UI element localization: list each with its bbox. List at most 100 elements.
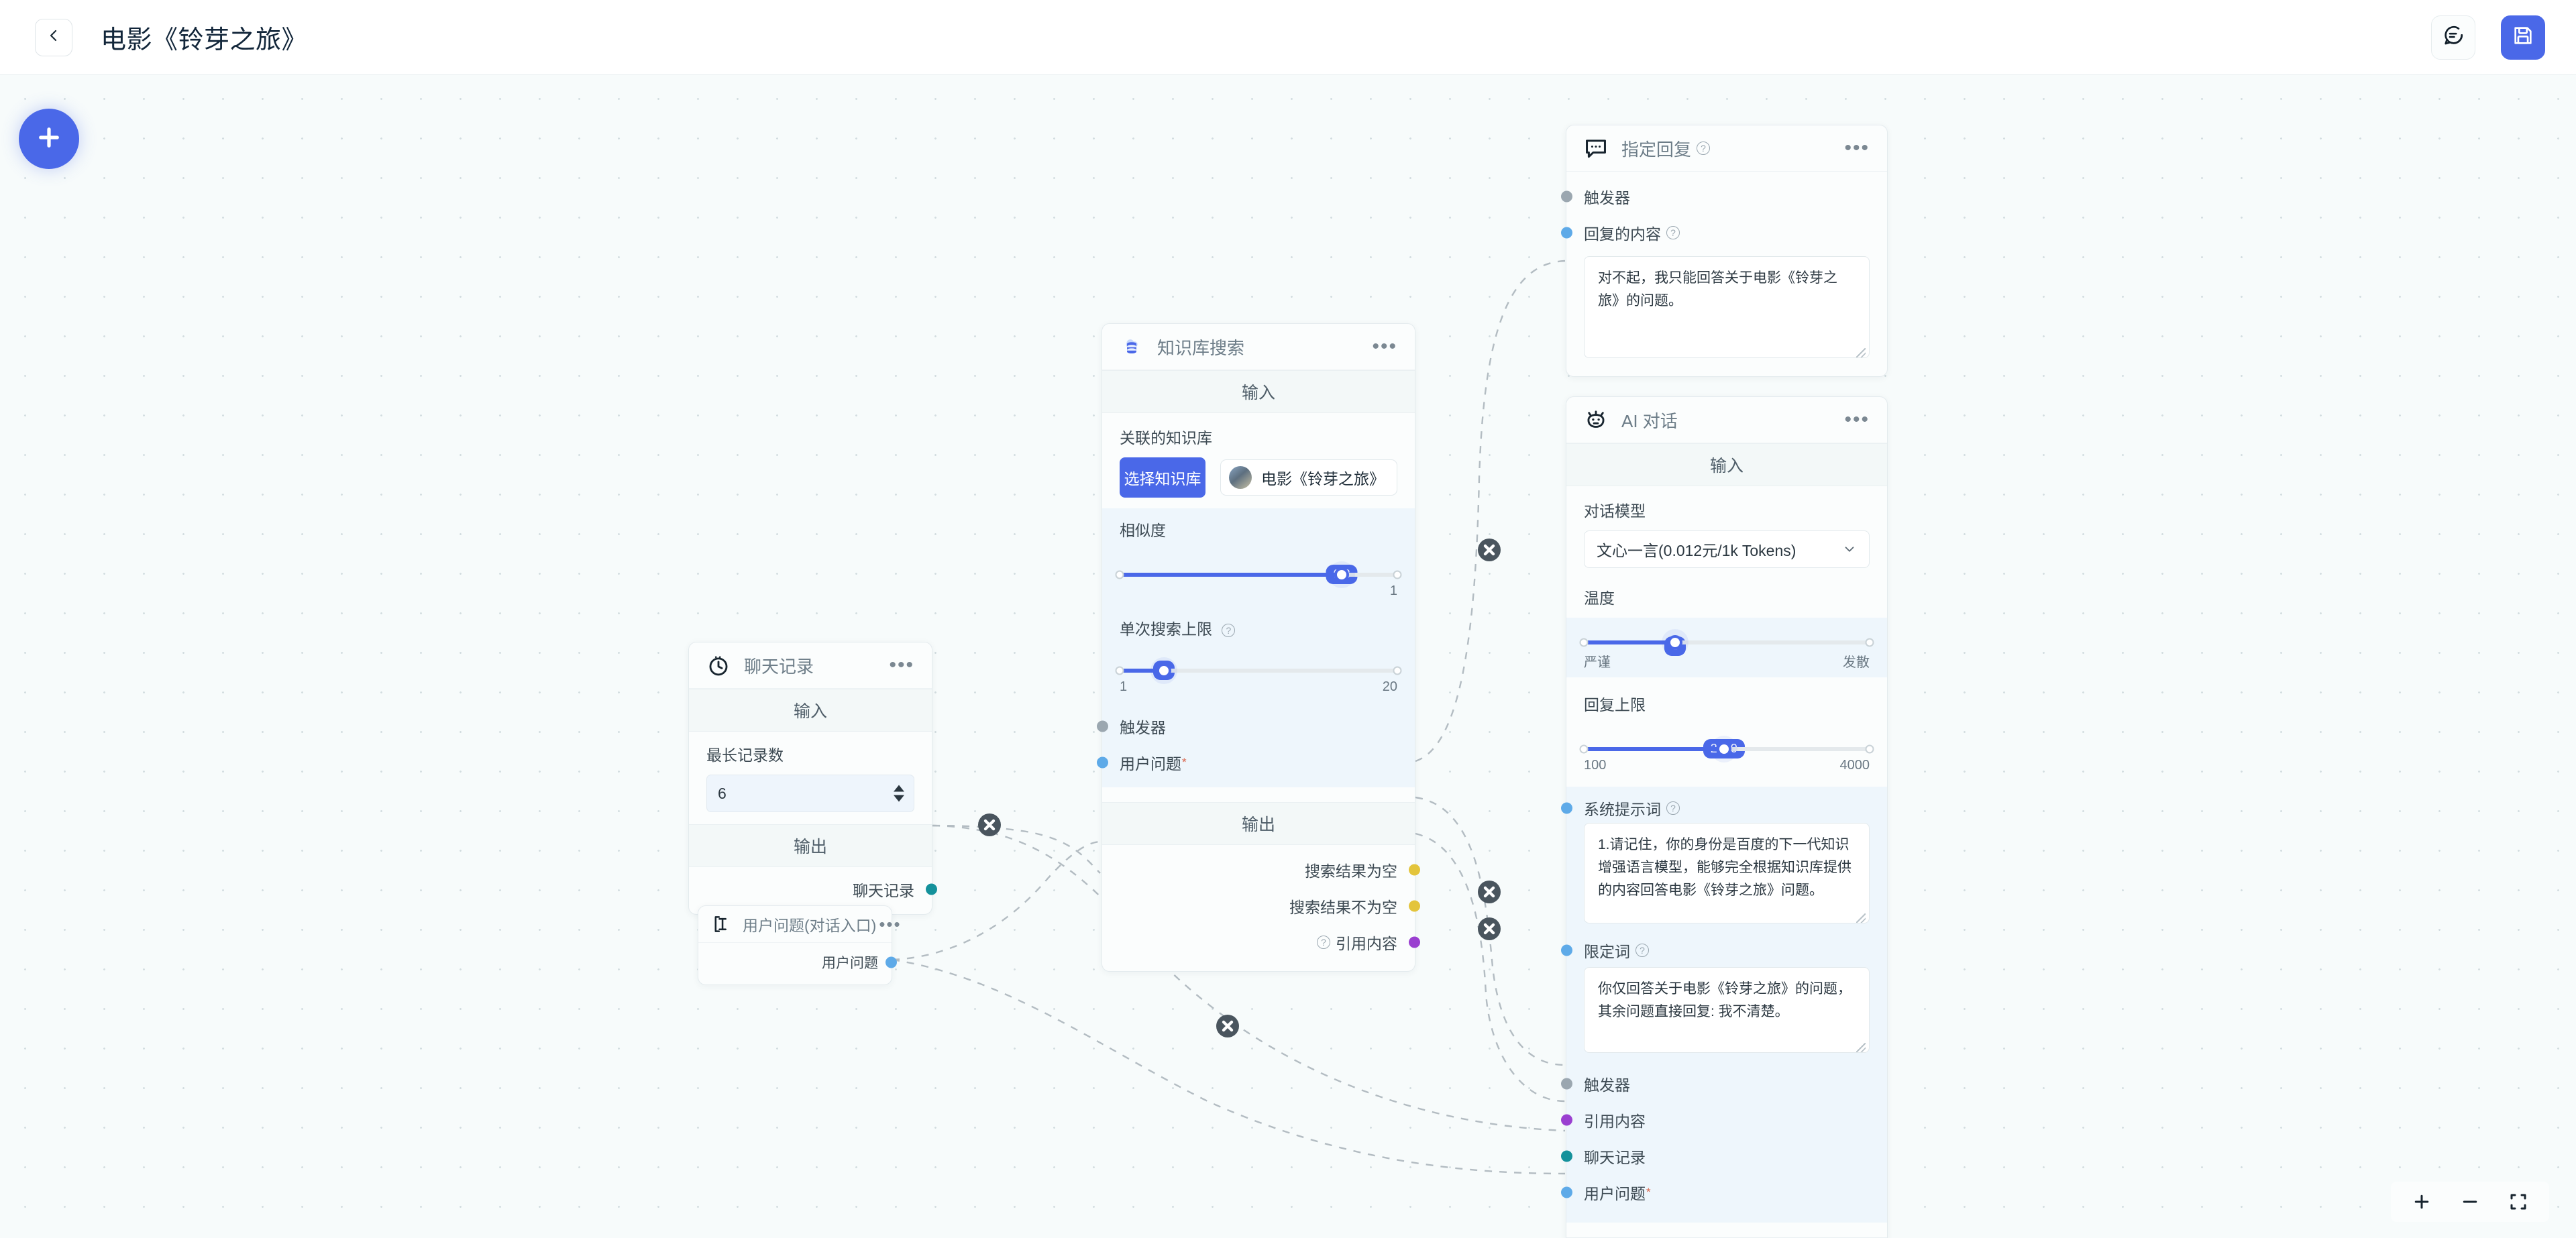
knowledge-base-chip[interactable]: 电影《铃芽之旅》 <box>1220 459 1397 496</box>
edge-delete-icon <box>978 813 1001 836</box>
port-dot[interactable] <box>1409 900 1420 912</box>
save-button[interactable] <box>2501 15 2545 60</box>
port-dot[interactable] <box>1409 864 1420 876</box>
port-label: 用户问题 <box>1120 755 1181 773</box>
slider-knob[interactable] <box>1716 742 1731 756</box>
port-user-question[interactable]: 用户问题 * <box>1561 1174 1870 1211</box>
node-header[interactable]: 指定回复 ? ••• <box>1566 125 1887 172</box>
help-icon[interactable]: ? <box>1666 226 1680 239</box>
port-dot[interactable] <box>1561 944 1572 956</box>
model-select[interactable]: 文心一言(0.012元/1k Tokens) <box>1584 530 1870 568</box>
node-ai-chat[interactable]: AI 对话 ••• 输入 对话模型 文心一言(0.012元/1k Tokens)… <box>1561 396 1888 1238</box>
node-header[interactable]: AI 对话 ••• <box>1566 397 1887 443</box>
slider-track[interactable] <box>1579 635 1874 650</box>
slider-track[interactable] <box>1115 663 1402 678</box>
port-dot[interactable] <box>1561 1150 1572 1162</box>
stepper-arrows-icon[interactable] <box>894 785 904 802</box>
port-dot[interactable] <box>1561 1186 1572 1198</box>
port-label: 搜索结果为空 <box>1305 862 1397 880</box>
node-kb-search[interactable]: 知识库搜索 ••• 输入 关联的知识库 选择知识库 电影《铃芽之旅》 相似度 0… <box>1097 323 1420 972</box>
port-user-question-out[interactable]: 用户问题 <box>712 947 897 978</box>
port-quote-content[interactable]: ? 引用内容 <box>1120 924 1420 960</box>
port-trigger[interactable]: 触发器 <box>1561 1066 1870 1102</box>
port-dot[interactable] <box>1561 190 1572 203</box>
node-menu-button[interactable]: ••• <box>1372 335 1397 357</box>
port-dot[interactable] <box>1097 756 1108 769</box>
kb-label: 关联的知识库 <box>1120 429 1212 447</box>
port-trigger[interactable]: 触发器 <box>1561 178 1870 215</box>
port-quote-content[interactable]: 引用内容 <box>1561 1102 1870 1138</box>
back-button[interactable] <box>35 18 72 56</box>
port-chat-history-out[interactable]: 聊天记录 <box>706 871 937 907</box>
temperature-max-label: 发散 <box>1843 655 1870 670</box>
knowledge-base-avatar <box>1229 466 1252 489</box>
workflow-canvas[interactable]: 指定回复 ? ••• 触发器 回复的内容 ? <box>0 75 2576 1238</box>
select-knowledge-base-button[interactable]: 选择知识库 <box>1120 457 1205 498</box>
help-icon[interactable]: ? <box>1317 936 1330 949</box>
node-menu-button[interactable]: ••• <box>1844 137 1870 159</box>
node-header[interactable]: 聊天记录 ••• <box>689 642 932 689</box>
add-node-button[interactable] <box>19 109 79 169</box>
port-dot[interactable] <box>885 956 897 968</box>
port-dot[interactable] <box>926 883 937 895</box>
chevron-left-icon <box>46 27 62 47</box>
slider-track[interactable] <box>1115 567 1402 582</box>
port-dot[interactable] <box>1561 802 1572 814</box>
port-dot[interactable] <box>1409 936 1420 948</box>
max-records-value: 6 <box>718 784 727 802</box>
node-menu-button[interactable]: ••• <box>889 654 914 676</box>
node-menu-button[interactable]: ••• <box>879 913 902 934</box>
slider-knob[interactable] <box>1334 567 1350 582</box>
help-icon[interactable]: ? <box>1222 623 1236 637</box>
search-limit-text: 单次搜索上限 <box>1120 620 1212 638</box>
port-dot[interactable] <box>1097 720 1108 732</box>
robot-icon <box>1582 406 1609 433</box>
help-icon[interactable]: ? <box>1697 142 1711 155</box>
comment-button[interactable] <box>2431 15 2475 60</box>
slider-track[interactable] <box>1579 742 1874 756</box>
help-icon[interactable]: ? <box>1666 801 1680 815</box>
port-trigger[interactable]: 触发器 <box>1097 708 1397 744</box>
output-section-band: 输出 <box>1102 802 1415 845</box>
fit-to-screen-button[interactable] <box>2506 1190 2530 1214</box>
zoom-out-button[interactable] <box>2458 1190 2482 1214</box>
node-header[interactable]: 知识库搜索 ••• <box>1102 324 1415 370</box>
port-label: 引用内容 <box>1336 935 1397 952</box>
edge-delete-icon <box>1478 539 1501 561</box>
zoom-in-button[interactable] <box>2410 1190 2434 1214</box>
node-menu-button[interactable]: ••• <box>1844 408 1870 431</box>
system-prompt-textarea[interactable] <box>1584 823 1870 923</box>
port-user-question[interactable]: 用户问题 * <box>1097 744 1397 781</box>
port-chat-history[interactable]: 聊天记录 <box>1561 1138 1870 1174</box>
port-label: 聊天记录 <box>1584 1149 1646 1166</box>
port-system-prompt[interactable]: 系统提示词 ? <box>1561 793 1870 823</box>
max-records-stepper[interactable]: 6 <box>706 775 914 812</box>
port-search-empty[interactable]: 搜索结果为空 <box>1120 852 1420 888</box>
max-reply-slider[interactable]: 2000 100 4000 <box>1579 724 1874 777</box>
slider-knob[interactable] <box>1157 663 1172 678</box>
slider-knob[interactable] <box>1668 635 1683 650</box>
reply-content-textarea[interactable] <box>1584 256 1870 358</box>
input-section-band: 输入 <box>1102 370 1415 413</box>
node-fixed-reply[interactable]: 指定回复 ? ••• 触发器 回复的内容 ? <box>1561 125 1888 377</box>
port-search-not-empty[interactable]: 搜索结果不为空 <box>1120 888 1420 924</box>
port-reply-content[interactable]: 回复的内容 ? <box>1561 215 1870 251</box>
port-label: 引用内容 <box>1584 1113 1646 1130</box>
port-dot[interactable] <box>1561 1114 1572 1126</box>
port-dot[interactable] <box>1561 227 1572 239</box>
limit-word-label: 限定词 <box>1584 943 1630 960</box>
limit-word-textarea[interactable] <box>1584 967 1870 1053</box>
similarity-slider[interactable]: 0.8 1 <box>1115 550 1402 603</box>
edge-delete-icon <box>1478 917 1501 940</box>
node-chat-history[interactable]: 聊天记录 ••• 输入 最长记录数 6 输出 聊天记录 <box>688 642 937 915</box>
required-mark: * <box>1646 1186 1651 1198</box>
max-records-label: 最长记录数 <box>706 746 784 764</box>
port-limit-word[interactable]: 限定词 ? <box>1561 934 1870 967</box>
port-label: 触发器 <box>1584 189 1630 207</box>
help-icon[interactable]: ? <box>1635 944 1649 957</box>
node-user-question-entry[interactable]: 用户问题(对话入口) ••• 用户问题 <box>698 905 900 985</box>
port-dot[interactable] <box>1561 1078 1572 1090</box>
temperature-slider[interactable]: 3 严谨 发散 <box>1579 618 1874 675</box>
search-limit-slider[interactable]: 4 1 20 <box>1115 649 1402 699</box>
node-header[interactable]: 用户问题(对话入口) ••• <box>698 906 900 943</box>
